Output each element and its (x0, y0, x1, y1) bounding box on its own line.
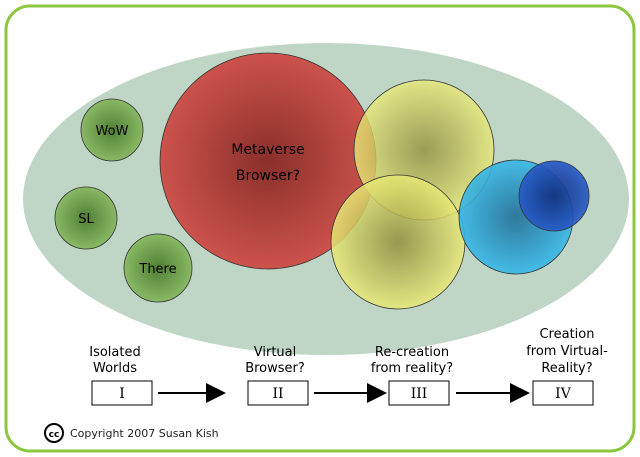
circle-wow (80, 98, 144, 162)
copyright-text: Copyright 2007 Susan Kish (70, 427, 219, 440)
stage-3-title-line2: from reality? (371, 361, 453, 376)
stage-1-numeral: I (119, 386, 125, 402)
stage-4-box (532, 380, 594, 406)
circle-sl (54, 186, 118, 250)
circle-yellow-bottom (330, 174, 466, 310)
label-wow: WoW (96, 124, 129, 139)
stage-2-box (247, 380, 309, 406)
circle-blue (518, 160, 590, 232)
stage-4-numeral: IV (555, 386, 572, 402)
circle-there (123, 233, 193, 303)
stage-2-title-line2: Browser? (245, 361, 305, 376)
stage-4-title-line2: from Virtual- (526, 344, 608, 359)
stage-4-title-line1: Creation (539, 327, 594, 342)
stage-1-title-line1: Isolated (89, 345, 141, 360)
label-metaverse-line1: Metaverse (231, 142, 304, 158)
stage-1-title-line2: Worlds (93, 361, 137, 376)
stage-3-box (388, 380, 450, 406)
stage-3-title-line1: Re-creation (375, 345, 449, 360)
stage-4-title-line3: Reality? (541, 361, 592, 376)
stage-3-numeral: III (411, 386, 428, 402)
cc-icon-text: cc (49, 430, 60, 440)
label-metaverse-line2: Browser? (236, 168, 300, 184)
stage-1-box (91, 380, 153, 406)
cc-icon: cc (44, 423, 64, 443)
stage-2-title-line1: Virtual (254, 345, 296, 360)
label-sl: SL (78, 212, 94, 227)
label-there: There (138, 262, 176, 277)
stage-2-numeral: II (272, 386, 283, 402)
